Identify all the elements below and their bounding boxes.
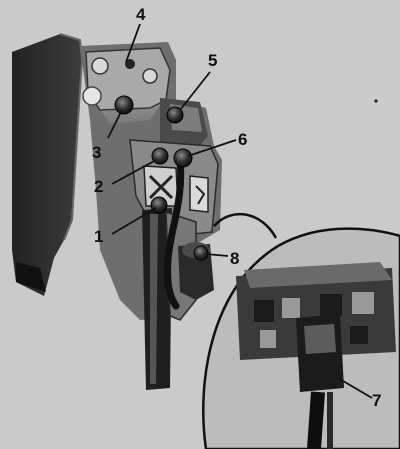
left-housing xyxy=(12,34,82,296)
leader-1 xyxy=(111,207,157,235)
leader-7 xyxy=(337,377,373,399)
bolt-5 xyxy=(166,106,184,124)
callout-4: 4 xyxy=(136,5,146,24)
cross-mark xyxy=(148,174,174,200)
bolt-3 xyxy=(114,95,134,115)
bolt-6 xyxy=(173,148,193,168)
speck xyxy=(374,99,378,103)
bolt-1 xyxy=(150,196,168,214)
callout-7: 7 xyxy=(372,391,381,410)
inset-slot-6 xyxy=(350,326,368,344)
leader-6 xyxy=(187,139,237,157)
inset-slot-4 xyxy=(352,292,374,314)
cable xyxy=(164,156,185,310)
top-plate-hole-right xyxy=(142,68,158,84)
callout-2: 2 xyxy=(94,177,103,196)
leader-5 xyxy=(179,71,211,111)
inset-slot-2 xyxy=(282,298,300,318)
callout-5: 5 xyxy=(208,51,217,70)
inset-slot-1 xyxy=(254,300,274,322)
callout-8: 8 xyxy=(230,249,239,268)
side-window-mark xyxy=(195,185,206,205)
inset-slot-3 xyxy=(320,294,342,316)
inset-wire xyxy=(307,391,325,449)
top-plate-round xyxy=(82,86,102,106)
inset-slot-5 xyxy=(260,330,276,348)
callout-1: 1 xyxy=(94,227,103,246)
leader-8 xyxy=(205,253,229,257)
leader-3 xyxy=(107,109,123,139)
inset-block-top xyxy=(244,262,392,288)
inset-connector-tab xyxy=(213,212,278,239)
left-housing-edge xyxy=(59,33,84,241)
callout-3: 3 xyxy=(92,143,101,162)
left-housing-notch xyxy=(16,262,46,292)
top-plate-hole-left xyxy=(91,57,109,75)
bolt-8 xyxy=(193,245,209,261)
top-plate-hole-mid xyxy=(125,59,135,69)
inset-plug-face xyxy=(304,324,336,354)
callout-6: 6 xyxy=(238,130,247,149)
side-window xyxy=(189,175,209,213)
vertical-rod-highlight xyxy=(150,214,158,384)
leader-4 xyxy=(125,23,141,63)
leader-2 xyxy=(111,159,157,185)
